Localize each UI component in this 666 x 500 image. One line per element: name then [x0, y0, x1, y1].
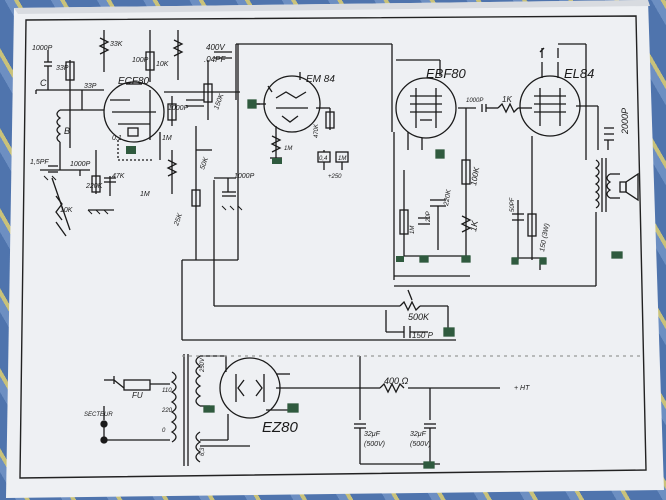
label-tr-0: 0	[162, 428, 166, 434]
label-ht-plus: + HT	[514, 385, 530, 392]
label-2000p: 2000P	[620, 108, 630, 135]
label-1m: 1M	[162, 135, 172, 142]
paper-shadow	[14, 0, 650, 14]
label-25k: 25K	[173, 212, 184, 227]
label-0-1: 0.1	[112, 135, 122, 142]
label-1000p-low: 1000P	[70, 161, 91, 168]
label-1000p-mid: 1000P	[168, 105, 189, 112]
label-32uf-b: 32μF	[410, 431, 427, 438]
label-50uf: 50PF	[510, 197, 516, 212]
label-10k: 10K	[156, 61, 169, 68]
label-1-5pf: 1,5PF	[30, 159, 49, 166]
label-1k-b: 1K	[468, 219, 480, 233]
label-tr-110: 110	[162, 388, 172, 394]
label-33k: 33K	[110, 41, 123, 48]
label-04uf: .04PF	[204, 55, 226, 64]
label-1000p-top: 1000P	[32, 45, 53, 52]
label-1000p-ebf: 1000P	[466, 98, 483, 104]
label-100p: 100P	[132, 57, 149, 64]
label-500v-b: (500V)	[410, 441, 431, 448]
ground-symbols	[126, 146, 404, 262]
label-1m-ecf: 1M	[140, 191, 150, 198]
label-1m-em: 1M	[284, 146, 292, 152]
label-c: C	[40, 78, 47, 88]
label-470k: 470K	[314, 123, 320, 138]
label-fu: FU	[132, 391, 143, 400]
label-47k: 47K	[112, 173, 125, 180]
em84-label: EM 84	[306, 74, 335, 85]
ebf80-tube	[395, 77, 457, 139]
label-400v: 400V	[206, 43, 225, 52]
ecf80-tube	[103, 81, 165, 143]
label-1m-b: 1M	[338, 156, 346, 162]
label-tr-63: 6,3	[200, 447, 206, 456]
paper	[6, 0, 664, 498]
label-250v: +250	[328, 174, 342, 180]
el84-label: EL84	[564, 66, 594, 81]
chassis-grounds	[43, 175, 243, 215]
drawing-border	[19, 15, 647, 479]
label-150p: 150 P	[412, 331, 434, 340]
label-10k-low: 10K	[60, 207, 73, 214]
label-33p-a: 33P	[56, 65, 69, 72]
wiring	[35, 30, 640, 469]
label-400-ohm: 400 Ω	[384, 376, 409, 386]
label-20p: 20P	[426, 211, 432, 223]
label-1k-out: 1K	[502, 95, 512, 104]
label-1m-g: 1M	[410, 226, 416, 234]
label-500k: 500K	[408, 312, 430, 322]
label-tr-220: 220	[161, 408, 173, 414]
label-33p-b: 33P	[84, 83, 97, 90]
label-220k: 220K	[85, 183, 103, 190]
label-100k: 100K	[469, 166, 481, 187]
ebf80-label: EBF80	[426, 66, 467, 81]
label-32uf-a: 32μF	[364, 431, 381, 438]
label-tr-250: 250V	[200, 357, 206, 373]
label-b: B	[64, 126, 70, 136]
label-220k-c: 220K	[443, 189, 453, 208]
ez80-label: EZ80	[262, 419, 299, 436]
label-1000p-right: 1000P	[234, 173, 255, 180]
label-50k: 50K	[199, 156, 210, 170]
label-0-4: 0,4	[319, 156, 328, 162]
ecf80-label: ECF80	[118, 76, 150, 87]
label-secteur: SECTEUR	[84, 412, 113, 418]
label-150-3w: 150 (3W)	[539, 223, 551, 253]
label-500v-a: (500V)	[364, 441, 385, 448]
